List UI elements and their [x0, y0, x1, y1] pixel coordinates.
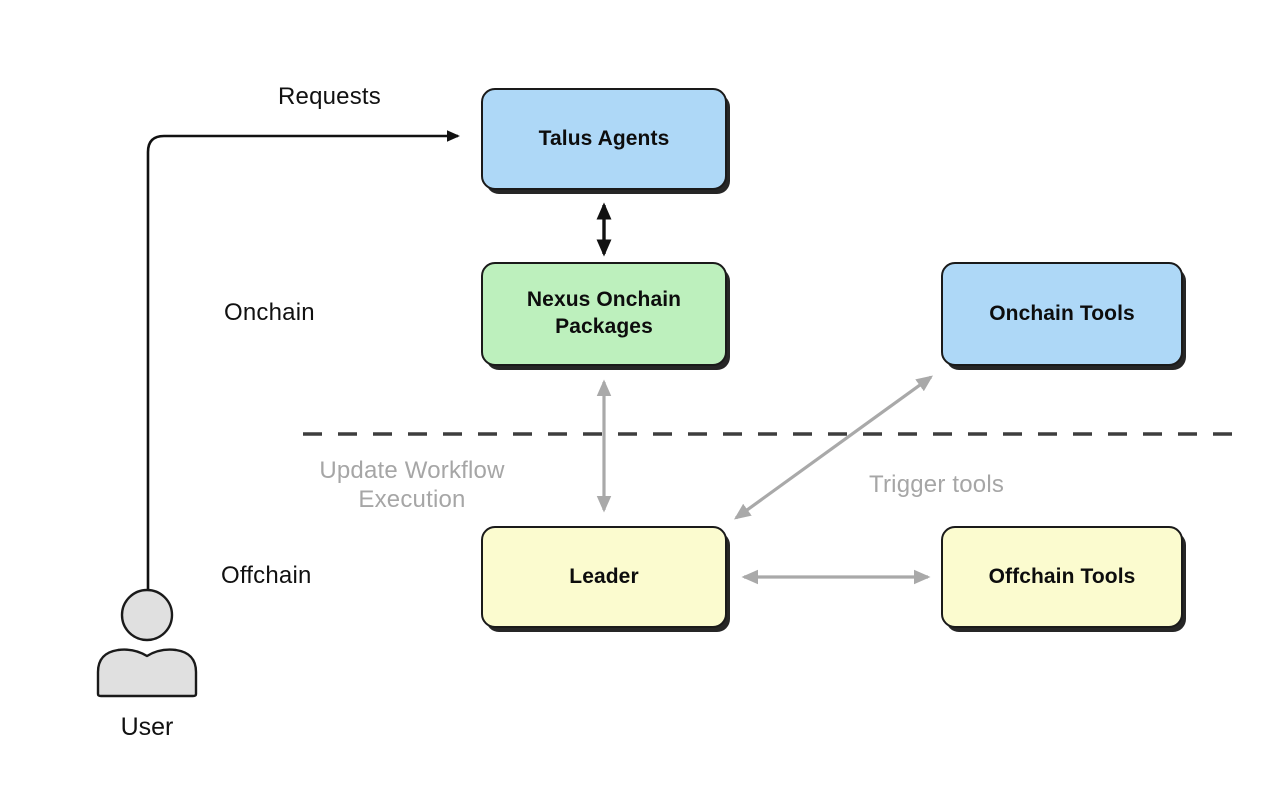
- zone-label-offchain: Offchain: [221, 562, 312, 589]
- edge-user-to-agents: [146, 130, 460, 594]
- node-leader[interactable]: Leader: [481, 526, 727, 628]
- user-label: User: [120, 713, 174, 741]
- edge-label-requests: Requests: [278, 83, 381, 110]
- node-offchain-tools-label: Offchain Tools: [988, 564, 1136, 588]
- node-talus-agents-label: Talus Agents: [538, 126, 670, 150]
- node-offchain-tools[interactable]: Offchain Tools: [941, 526, 1183, 628]
- node-talus-agents[interactable]: Talus Agents: [481, 88, 727, 190]
- edge-label-update-workflow-execution: Update Workflow Execution: [319, 457, 505, 514]
- node-nexus-onchain-packages[interactable]: Nexus Onchain Packages: [481, 262, 727, 366]
- node-onchain-tools[interactable]: Onchain Tools: [941, 262, 1183, 366]
- node-nexus-onchain-packages-label: Nexus Onchain Packages: [526, 288, 682, 338]
- edge-label-trigger-tools: Trigger tools: [869, 471, 1005, 498]
- user-icon: [96, 588, 198, 698]
- node-leader-label: Leader: [569, 564, 639, 588]
- zone-label-onchain: Onchain: [224, 299, 315, 326]
- node-onchain-tools-label: Onchain Tools: [989, 301, 1135, 325]
